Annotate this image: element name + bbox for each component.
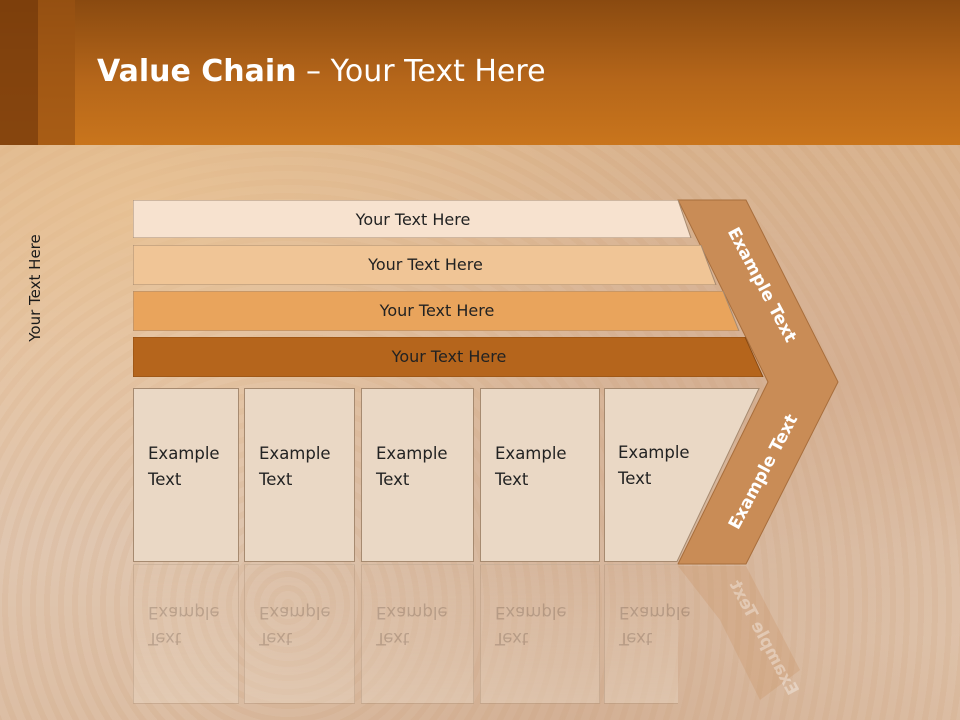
column-5: Example Text: [604, 388, 764, 562]
bar-shape: [133, 200, 692, 238]
slide-title: Value Chain – Your Text Here: [97, 54, 546, 89]
column-2: Example Text: [244, 388, 355, 562]
column-line2: Text: [495, 470, 529, 489]
column-reflection: Text Example: [361, 564, 474, 704]
reflection-line1: Example: [619, 603, 691, 622]
bar-4: Your Text Here: [133, 337, 765, 377]
column-line2: Text: [618, 469, 652, 488]
reflection-line1: Example: [148, 603, 220, 622]
column-line2: Text: [259, 470, 293, 489]
title-rest: – Your Text Here: [296, 54, 546, 89]
column-line1: Example: [376, 444, 448, 463]
column-5-shape: [604, 388, 760, 562]
bar-1: Your Text Here: [133, 200, 693, 238]
column-reflection: Text Example: [480, 564, 600, 704]
header-accent-strip: [0, 0, 38, 145]
bar-label: Your Text Here: [379, 300, 495, 320]
reflection-line1: Example: [495, 603, 567, 622]
column-3: Example Text: [361, 388, 474, 562]
column-line1: Example: [495, 444, 567, 463]
column-1: Example Text: [133, 388, 239, 562]
reflection-line1: Example: [376, 603, 448, 622]
bar-label: Your Text Here: [368, 254, 483, 274]
bar-shape: [133, 245, 717, 285]
column-line1: Example: [259, 444, 331, 463]
reflection-line1: Example: [259, 603, 331, 622]
bar-label: Your Text Here: [355, 209, 471, 229]
title-bar: Value Chain – Your Text Here: [0, 0, 960, 145]
side-label: Your Text Here: [26, 234, 44, 342]
reflection-line2: Text: [619, 629, 653, 648]
column-reflection: Text Example: [244, 564, 355, 704]
header-accent-strip: [38, 0, 75, 145]
column-line1: Example: [148, 444, 220, 463]
column-reflection: Text Example: [133, 564, 239, 704]
bar-3: Your Text Here: [133, 291, 741, 331]
reflection-line2: Text: [148, 629, 182, 648]
bar-label: Your Text Here: [391, 346, 507, 366]
column-line2: Text: [376, 470, 410, 489]
column-reflection: Text Example: [604, 564, 691, 704]
bar-2: Your Text Here: [133, 245, 718, 285]
bar-shape: [133, 337, 764, 377]
reflection-line2: Text: [259, 629, 293, 648]
title-bold: Value Chain: [97, 54, 297, 89]
column-line1: Example: [618, 443, 690, 462]
bar-shape: [133, 291, 740, 331]
reflection-line2: Text: [376, 629, 410, 648]
reflection-line2: Text: [495, 629, 529, 648]
column-line2: Text: [148, 470, 182, 489]
column-4: Example Text: [480, 388, 600, 562]
